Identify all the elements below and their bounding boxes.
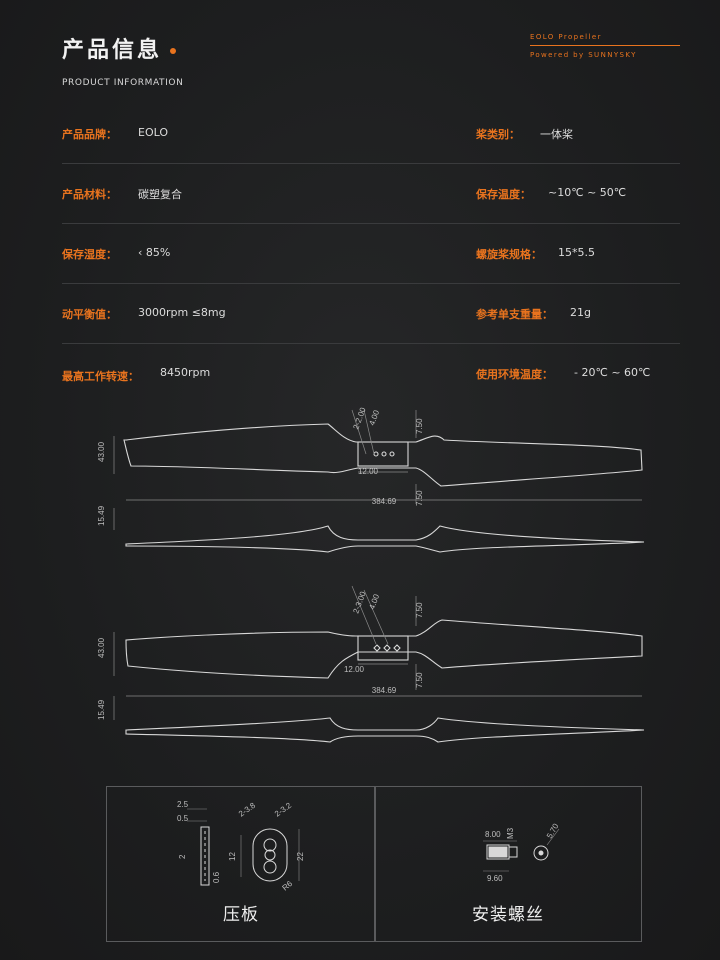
screw-dim-thread: M3 [506,827,515,839]
spec-label: 产品品牌： [62,128,117,141]
spec-value: 3000rpm ≤8mg [138,306,226,319]
spec-value: 8450rpm [160,366,211,379]
plate-dim-outer: 22 [296,852,305,861]
spec-label: 螺旋桨规格： [476,248,542,261]
brand-block: EOLO Propeller Powered by SUNNYSKY [530,33,680,59]
spec-value: ~10℃ ~ 50℃ [548,186,627,199]
pressure-plate-drawing: 2.5 0.5 12 22 2-3.8 2-3.2 R6 2 0.6 [177,800,305,893]
spec-label: 使用环境温度： [476,368,553,381]
propeller-top-side [125,525,645,553]
dim-hole2-bottom: 4.00 [367,592,381,610]
dim-height-top: 43.00 [97,441,106,462]
brand-name: EOLO Propeller [530,33,602,41]
spec-row: 最高工作转速： 8450rpm 使用环境温度： - 20℃ ~ 60℃ [62,344,680,403]
mounting-screw-box: 8.00 M3 9.60 5.70 安装螺丝 [374,786,642,942]
dim-offset-bottom-2: 7.50 [415,672,424,688]
mounting-screw-drawing: 8.00 M3 9.60 5.70 [483,822,561,883]
screw-dim-total: 9.60 [487,874,503,883]
screw-dim-length: 8.00 [485,830,501,839]
dimension-lines [113,409,642,720]
page-title-text: 产品信息 [62,38,163,63]
pressure-plate-caption: 压板 [223,905,259,925]
spec-label: 保存湿度： [62,248,117,261]
plate-dim-radius: R6 [281,879,295,893]
spec-row: 产品品牌： EOLO 桨类别： 一体桨 [62,104,680,164]
propeller-drawing: 43.00 15.49 12.00 384.69 2-2.00 4.00 7.5… [97,406,645,743]
plate-dim-hole2: 2-3.2 [273,800,294,818]
plate-dim-inner: 12 [228,852,237,861]
dim-hole1-bottom: 2-3.00 [351,590,367,615]
plate-dim-thickness: 2.5 [177,800,189,809]
dim-offset-top-1: 7.50 [415,418,424,434]
spec-label: 动平衡值： [62,308,117,321]
dim-hole2-top: 4.00 [367,408,381,426]
spec-value: 21g [570,306,591,319]
spec-value: EOLO [138,126,169,139]
screw-dim-head: 5.70 [545,822,561,840]
propeller-bottom-side [125,717,645,743]
plate-dim-side: 2 [178,854,187,859]
spec-value: 碳塑复合 [138,188,182,201]
spec-row: 产品材料： 碳塑复合 保存温度： ~10℃ ~ 50℃ [62,164,680,224]
spec-label: 最高工作转速： [62,370,139,383]
dim-length-top: 384.69 [372,497,397,506]
propeller-top-plan [123,423,643,487]
brand-divider [530,45,680,46]
mounting-screw-caption: 安装螺丝 [472,905,544,925]
spec-value: ‹ 85% [138,246,171,259]
spec-label: 产品材料： [62,188,117,201]
spec-row: 保存湿度： ‹ 85% 螺旋桨规格： 15*5.5 [62,224,680,284]
page-subtitle: PRODUCT INFORMATION [62,78,184,88]
spec-label: 保存温度： [476,188,531,201]
spec-row: 动平衡值： 3000rpm ≤8mg 参考单支重量： 21g [62,284,680,344]
plate-dim-gap: 0.6 [212,871,221,883]
spec-value: 一体桨 [540,128,573,141]
spec-label: 参考单支重量： [476,308,553,321]
dim-offset-top-2: 7.50 [415,490,424,506]
dim-hub-top: 12.00 [358,467,379,476]
title-block: 产品信息 PRODUCT INFORMATION [62,32,183,88]
spec-value: - 20℃ ~ 60℃ [574,366,651,379]
dim-height-bottom: 43.00 [97,637,106,658]
plate-dim-step: 0.5 [177,814,189,823]
dim-thickness-bottom: 15.49 [97,699,106,720]
dim-offset-bottom-1: 7.50 [415,602,424,618]
propeller-bottom-plan [125,619,643,679]
page-title: 产品信息 [62,32,183,64]
plate-dim-hole1: 2-3.8 [237,800,258,818]
dim-length-bottom: 384.69 [372,686,397,695]
dim-hole1-top: 2-2.00 [351,406,367,431]
pressure-plate-box: 2.5 0.5 12 22 2-3.8 2-3.2 R6 2 0.6 压板 [106,786,376,942]
brand-powered: Powered by SUNNYSKY [530,51,637,59]
spec-label: 桨类别： [476,128,520,141]
dim-thickness-top: 15.49 [97,505,106,526]
spec-value: 15*5.5 [558,246,595,259]
spec-table: 产品品牌： EOLO 桨类别： 一体桨 产品材料： 碳塑复合 保存温度： ~10… [62,104,680,403]
title-dot [170,48,177,54]
dim-hub-bottom: 12.00 [344,665,365,674]
